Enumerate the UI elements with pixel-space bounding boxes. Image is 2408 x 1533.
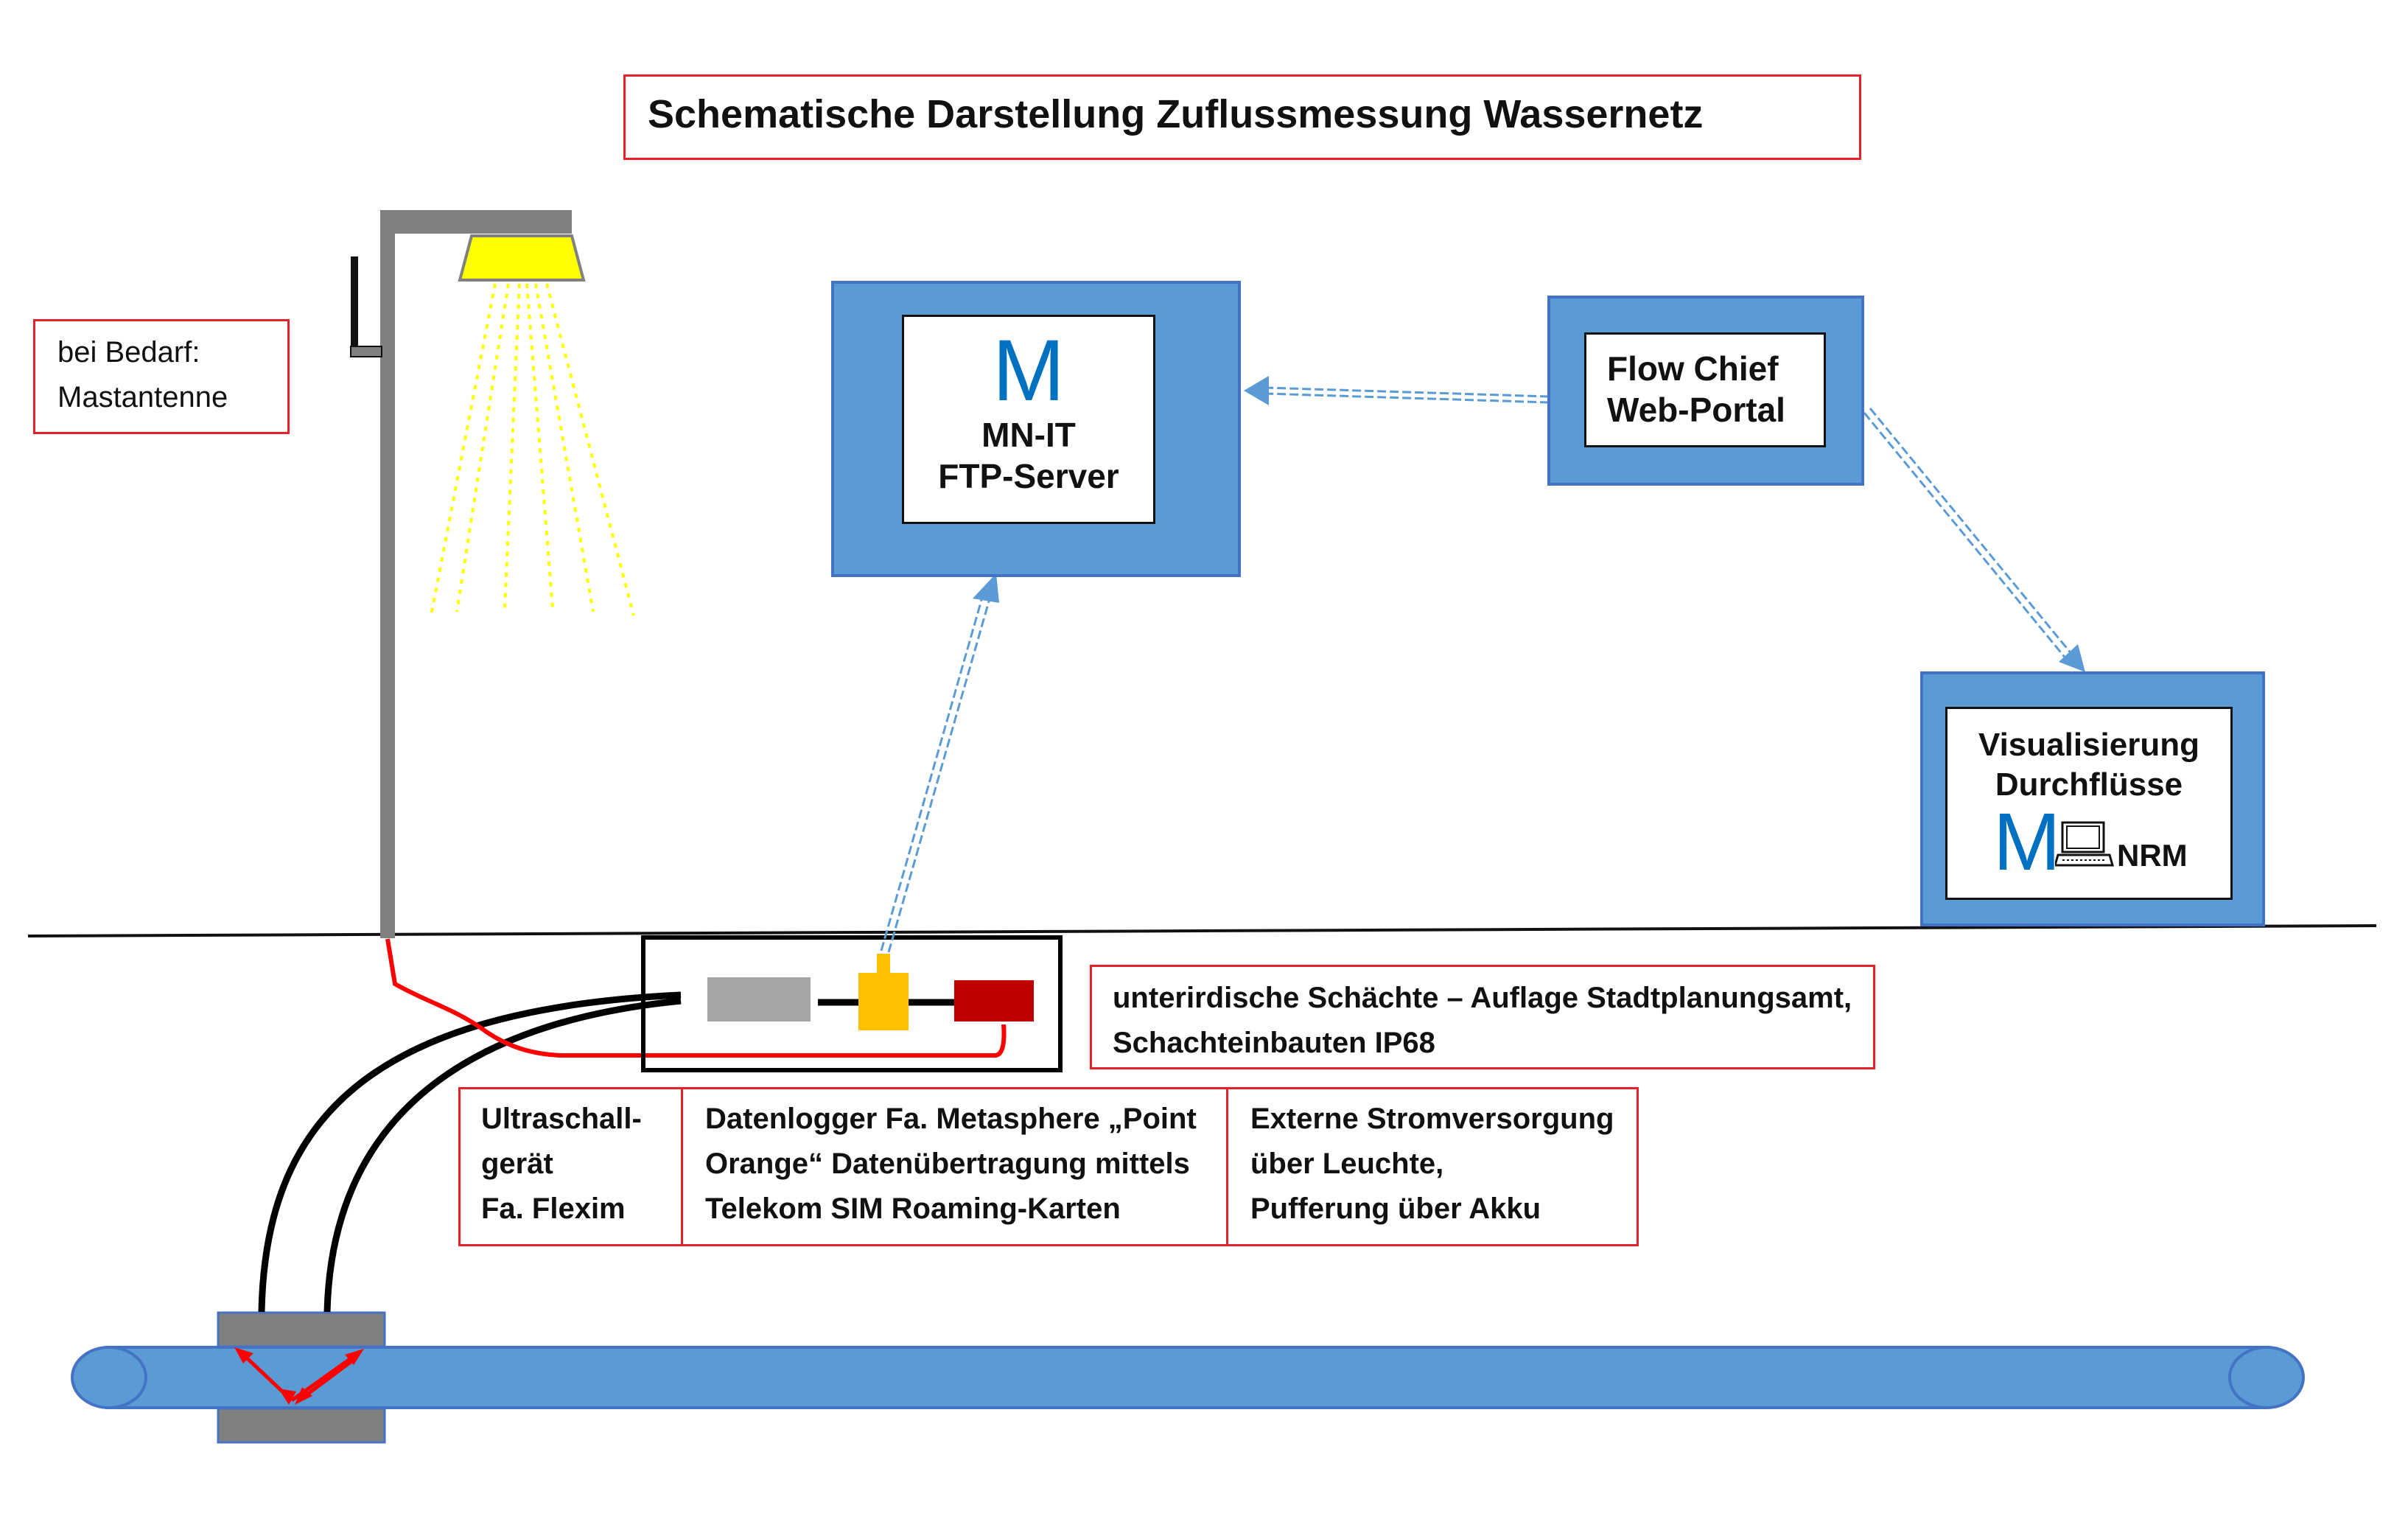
ftp-server-line1: MN-IT (981, 416, 1076, 454)
visualization-panel: Visualisierung Durchflüsse M NRM (1920, 671, 2265, 926)
power-cable (385, 938, 1007, 1058)
shaft-note-line1: unterirdische Schächte – Auflage Stadtpl… (1113, 982, 1852, 1014)
nrm-logo: M NRM (1947, 797, 2230, 887)
component-legend: Ultraschall- gerät Fa. Flexim Datenlogge… (458, 1087, 1639, 1246)
datalogger-device (858, 973, 909, 1030)
laptop-icon (2055, 821, 2114, 867)
ftp-server-line2: FTP-Server (938, 457, 1119, 495)
mn-logo-icon: M (992, 322, 1065, 419)
legend-datalogger-line1: Datenlogger Fa. Metasphere „Point (705, 1103, 1197, 1135)
visualization-line1: Visualisierung (1978, 727, 2199, 763)
power-supply-device (954, 980, 1034, 1022)
lamp-arm (380, 210, 572, 234)
light-rays (430, 283, 635, 616)
web-portal-panel: Flow Chief Web-Portal (1547, 296, 1864, 486)
underground-shaft (641, 935, 1063, 1072)
datalogger-antenna (877, 954, 890, 976)
antenna-note-line1: bei Bedarf: (57, 336, 200, 369)
ftp-server-panel: M MN-IT FTP-Server (831, 281, 1241, 577)
ultrasonic-signal-arrows (234, 1347, 364, 1405)
legend-datalogger-line3: Telekom SIM Roaming-Karten (705, 1192, 1121, 1225)
ultrasonic-device (707, 977, 811, 1022)
legend-power-line2: über Leuchte, (1250, 1148, 1444, 1180)
legend-datalogger-line2: Orange“ Datenübertragung mittels (705, 1148, 1190, 1180)
legend-datalogger: Datenlogger Fa. Metasphere „Point Orange… (683, 1089, 1228, 1244)
ftp-server-box: M MN-IT FTP-Server (902, 315, 1155, 524)
web-portal-line2: Web-Portal (1607, 391, 1785, 429)
nrm-logo-letter: M (1993, 797, 2061, 887)
antenna-note-line2: Mastantenne (57, 381, 228, 413)
visualization-box: Visualisierung Durchflüsse M NRM (1945, 707, 2233, 900)
mast-antenna (350, 256, 382, 357)
legend-ultrasonic-line2: gerät (481, 1148, 553, 1180)
shaft-note-line2: Schachteinbauten IP68 (1113, 1027, 1435, 1059)
ground-line (27, 924, 2377, 937)
page-title: Schematische Darstellung Zuflussmessung … (623, 74, 1861, 160)
legend-power-line1: Externe Stromversorgung (1250, 1103, 1614, 1135)
arrow-heads (973, 376, 2085, 672)
legend-ultrasonic: Ultraschall- gerät Fa. Flexim (461, 1089, 683, 1244)
legend-ultrasonic-line3: Fa. Flexim (481, 1192, 626, 1225)
data-transfer-arrows (880, 386, 2073, 953)
street-lamp (380, 210, 635, 938)
web-portal-line1: Flow Chief (1607, 349, 1779, 388)
lamp-head (458, 234, 586, 282)
legend-ultrasonic-line1: Ultraschall- (481, 1103, 642, 1135)
legend-power-line3: Pufferung über Akku (1250, 1192, 1541, 1225)
legend-power: Externe Stromversorgung über Leuchte, Pu… (1228, 1089, 1637, 1244)
visualization-line2: Durchflüsse (1995, 766, 2183, 803)
sensor-cables (258, 991, 954, 1313)
antenna-note: bei Bedarf: Mastantenne (33, 319, 290, 434)
shaft-note: unterirdische Schächte – Auflage Stadtpl… (1090, 965, 1875, 1069)
ultrasonic-clamps (217, 1311, 386, 1444)
water-pipe (71, 1346, 2305, 1409)
web-portal-box: Flow Chief Web-Portal (1584, 332, 1826, 447)
nrm-label: NRM (2117, 838, 2188, 873)
lamp-pole (380, 210, 395, 938)
